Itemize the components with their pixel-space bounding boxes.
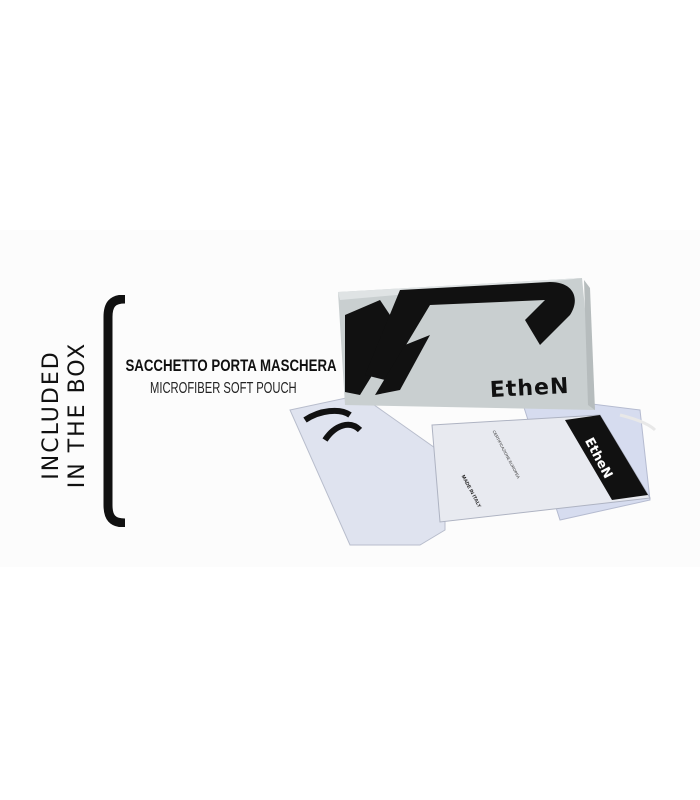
included-in-the-box-label: INCLUDED IN THE BOX xyxy=(39,342,91,489)
item-title: SACCHETTO PORTA MASCHERA xyxy=(125,356,337,375)
product-image: EtheN CERTIFICAZIONE EUROPEA MADE IN ITA… xyxy=(289,278,657,546)
svg-text:EtheN: EtheN xyxy=(489,374,570,403)
item-subtitle: MICROFIBER SOFT POUCH xyxy=(150,380,297,397)
certificate-booklet: EtheN CERTIFICAZIONE EUROPEA MADE IN ITA… xyxy=(431,414,651,523)
pouch-image xyxy=(289,394,446,546)
bracket-icon xyxy=(103,295,126,527)
product-box: EtheN xyxy=(338,278,595,410)
side-label-line1: INCLUDED xyxy=(39,350,64,480)
side-label-line2: IN THE BOX xyxy=(65,341,90,489)
